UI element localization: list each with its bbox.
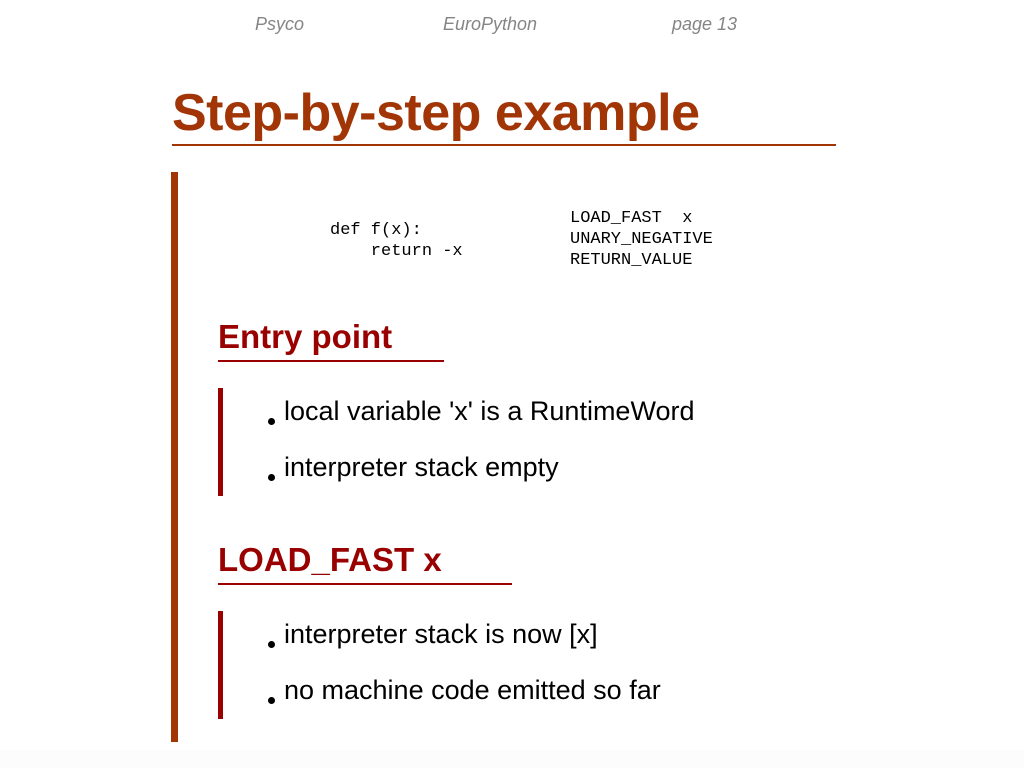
page-title: Step-by-step example (172, 84, 700, 142)
list-item: local variable 'x' is a RuntimeWord (268, 388, 988, 444)
list-item: interpreter stack empty (268, 444, 988, 500)
code-area: def f(x): return -x LOAD_FAST x UNARY_NE… (0, 188, 1024, 270)
python-source-code: def f(x): return -x (330, 221, 463, 261)
header-presentation-name: Psyco (255, 14, 305, 34)
header-page-number: page 13 (672, 14, 738, 34)
bullet-group-bar (218, 611, 223, 719)
bullet-text: interpreter stack is now [x] (284, 619, 598, 649)
section-heading: Entry point (218, 318, 393, 355)
slide-header: Psyco EuroPython page 13 (0, 14, 1024, 42)
bullet-dot-icon (268, 418, 275, 425)
bullet-dot-icon (268, 474, 275, 481)
bullet-list: interpreter stack is now [x] no machine … (268, 611, 988, 723)
bullet-text: local variable 'x' is a RuntimeWord (284, 396, 695, 426)
bullet-list: local variable 'x' is a RuntimeWord inte… (268, 388, 988, 500)
section-heading-underline (218, 360, 444, 362)
list-item: no machine code emitted so far (268, 667, 988, 723)
section-heading: LOAD_FAST x (218, 541, 442, 578)
section-heading-underline (218, 583, 512, 585)
bullet-text: interpreter stack empty (284, 452, 559, 482)
title-underline (172, 144, 836, 146)
header-conference-name: EuroPython (443, 14, 538, 34)
bullet-dot-icon (268, 641, 275, 648)
bullet-dot-icon (268, 697, 275, 704)
bottom-band (0, 750, 1024, 768)
bullet-group-bar (218, 388, 223, 496)
left-accent-bar (171, 172, 178, 742)
bullet-text: no machine code emitted so far (284, 675, 661, 705)
list-item: interpreter stack is now [x] (268, 611, 988, 667)
bytecode-listing: LOAD_FAST x UNARY_NEGATIVE RETURN_VALUE (570, 209, 713, 270)
